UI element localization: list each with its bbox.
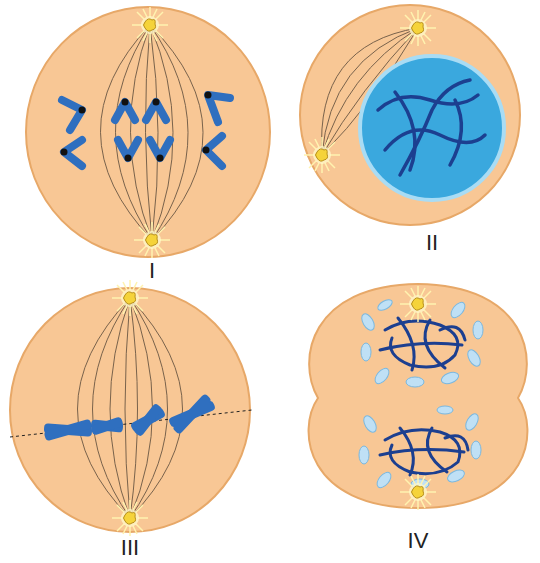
cell-anaphase (26, 7, 270, 258)
stage-label: III (121, 537, 139, 559)
stage-label: IV (408, 530, 429, 552)
stage-label: I (149, 260, 155, 282)
cell-telophase (309, 284, 528, 510)
cell-metaphase (10, 280, 252, 536)
stage-label: II (426, 232, 438, 254)
cell-prophase (300, 5, 520, 225)
